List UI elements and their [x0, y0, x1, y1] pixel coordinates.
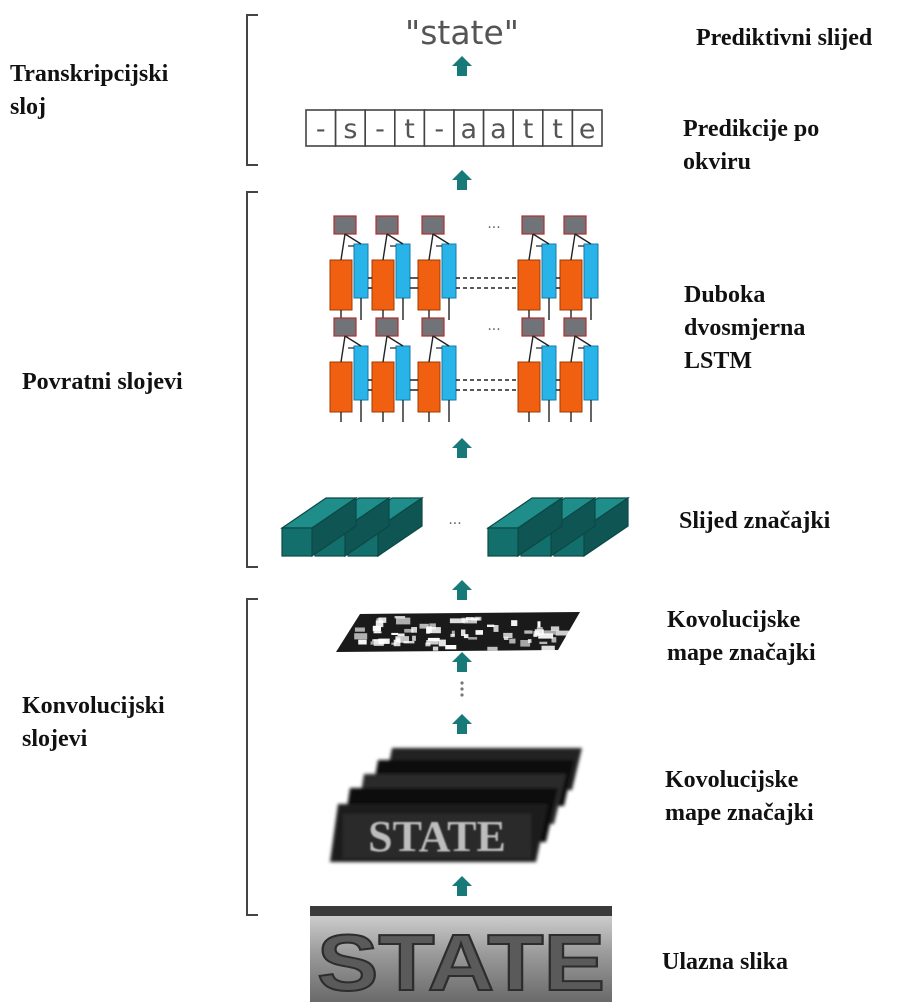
frame-cell: s — [334, 109, 367, 147]
lstm-cell — [371, 215, 411, 320]
feature-column — [486, 496, 564, 558]
frame-char: s — [343, 114, 357, 145]
lstm-cell — [559, 317, 599, 422]
frame-char: - — [316, 114, 326, 145]
stage-label-feature-sequence: Slijed značajki — [679, 508, 831, 534]
up-arrow — [452, 438, 472, 458]
lstm-cell — [417, 317, 457, 422]
up-arrow — [452, 56, 472, 76]
lstm-cell — [517, 317, 557, 422]
stage-label-conv-maps-top: Kovolucijske mape značajki — [667, 607, 816, 666]
stage-label-conv-maps-bottom: Kovolucijske mape značajki — [665, 767, 814, 826]
up-arrow — [452, 170, 472, 190]
frame-char: t — [523, 114, 534, 145]
frame-char: - — [375, 114, 385, 145]
frame-cell: - — [364, 109, 396, 147]
frame-cell: t — [393, 109, 426, 147]
feature-sequence: ... — [280, 496, 630, 558]
up-arrow — [452, 714, 472, 734]
frame-cell: e — [571, 109, 603, 147]
frame-char: a — [461, 114, 478, 145]
input-image-word: STATE — [317, 918, 605, 1004]
up-arrow — [452, 580, 472, 600]
lstm-cell — [371, 317, 411, 422]
lstm-cell — [517, 215, 557, 320]
input-image: STATE — [310, 906, 612, 1004]
stage-label-input-image: Ulazna slika — [662, 949, 789, 975]
flow-arrows — [452, 56, 472, 896]
up-arrow — [452, 652, 472, 672]
stage-label-frame-predictions: Predikcije po okviru — [683, 116, 820, 175]
frame-cell: a — [482, 109, 515, 147]
lstm-cell — [559, 215, 599, 320]
stage-label-predicted-sequence: Prediktivni slijed — [696, 25, 873, 51]
convolutional-bracket — [246, 598, 258, 916]
frame-char: e — [579, 114, 596, 145]
frame-cell: - — [423, 109, 455, 147]
frame-char: t — [552, 114, 563, 145]
frame-cell: - — [305, 109, 337, 147]
feature-column — [280, 496, 358, 558]
stage-label-deep-bilstm: Duboka dvosmjerna LSTM — [684, 282, 806, 374]
lstm-ellipsis: ... — [487, 318, 500, 334]
group-label-convolutional: Konvolucijski slojevi — [22, 693, 165, 752]
lstm-cell — [329, 317, 369, 422]
feature-ellipsis: ... — [448, 512, 461, 528]
conv-feature-map-top — [336, 612, 580, 652]
vertical-ellipsis — [460, 681, 464, 697]
lstm-cell — [329, 215, 369, 320]
group-label-recurrent: Povratni slojevi — [22, 369, 183, 395]
conv-map-word: STATE — [368, 812, 506, 861]
lstm-ellipsis: ... — [487, 216, 500, 232]
up-arrow — [452, 876, 472, 896]
group-label-transcription: Transkripcijski sloj — [10, 61, 169, 120]
transcription-bracket — [246, 14, 258, 166]
recurrent-bracket — [246, 191, 258, 568]
bilstm-grid: ...... — [329, 215, 599, 422]
frame-char: a — [490, 114, 507, 145]
conv-feature-maps-stack: STATE — [330, 748, 582, 862]
frame-char: t — [404, 114, 415, 145]
lstm-cell — [417, 215, 457, 320]
frame-cell: t — [512, 109, 544, 147]
predicted-output-text: "state" — [405, 13, 519, 52]
frame-cell: t — [541, 109, 574, 147]
frame-char: - — [434, 114, 444, 145]
frame-cell: a — [453, 109, 485, 147]
